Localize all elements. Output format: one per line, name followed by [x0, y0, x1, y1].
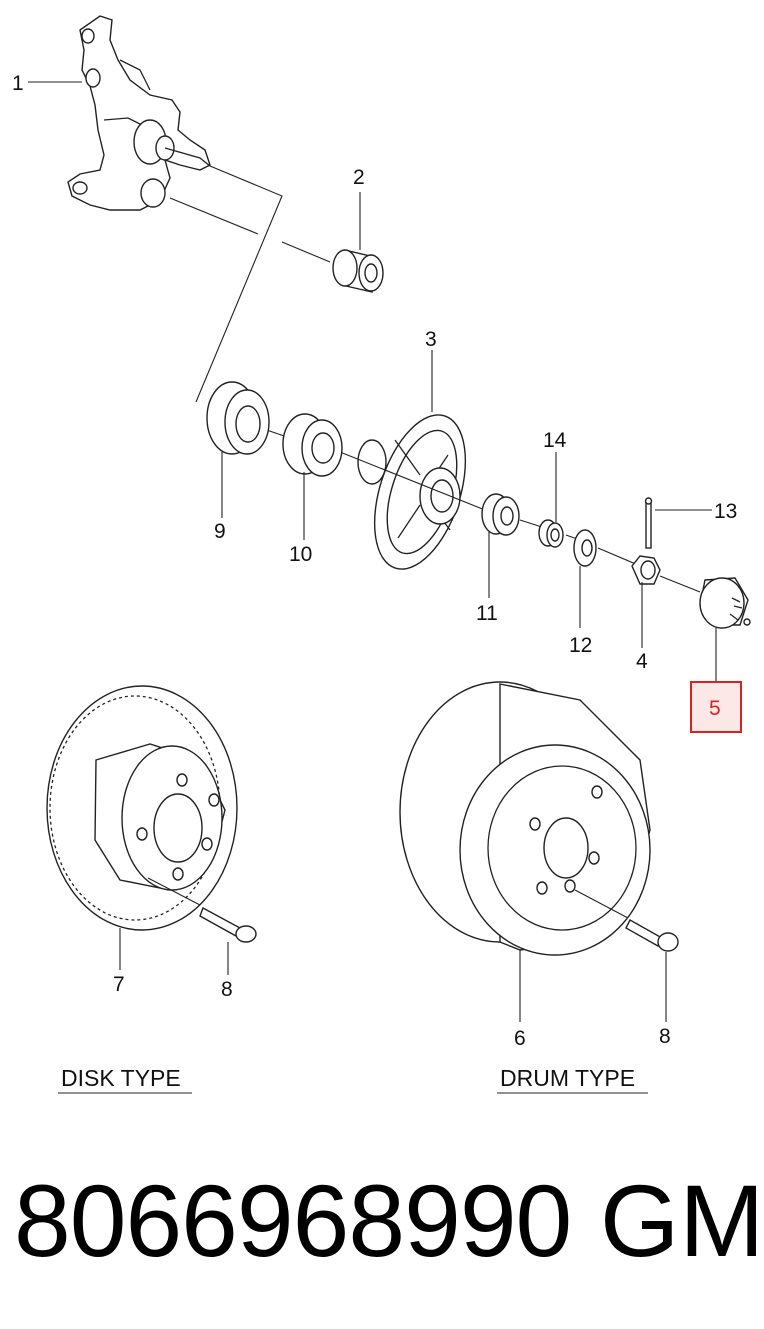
callout-13: 13 — [714, 500, 737, 523]
screw-part-drum — [574, 889, 679, 952]
callout-9: 9 — [214, 520, 226, 543]
callout-10: 10 — [289, 543, 312, 566]
callout-14: 14 — [543, 429, 567, 452]
callout-12: 12 — [569, 634, 592, 657]
brake-drum-part — [399, 681, 651, 956]
callout-8-disk: 8 — [221, 978, 233, 1001]
small-bearing-part — [538, 519, 564, 548]
callout-6: 6 — [514, 1027, 526, 1050]
castle-nut-part — [631, 555, 661, 585]
disk-type-label: DISK TYPE — [61, 1065, 181, 1091]
highlight-box — [690, 681, 742, 733]
callout-4: 4 — [636, 650, 648, 673]
hub-cap-part — [699, 577, 751, 629]
brand-name: GM — [600, 1164, 764, 1278]
callout-5-highlighted: 5 — [709, 697, 721, 720]
part-number: 8066968990 — [14, 1164, 572, 1278]
inner-bearing-part — [282, 413, 343, 477]
callout-2: 2 — [353, 166, 365, 189]
outer-bearing-part — [481, 493, 520, 536]
callout-11: 11 — [476, 602, 498, 625]
brake-disc-part — [46, 685, 238, 931]
cotter-pin-part — [644, 497, 653, 549]
oil-seal-part — [206, 381, 270, 455]
bushing-part — [332, 249, 384, 293]
callout-8-drum: 8 — [659, 1025, 671, 1048]
callout-1: 1 — [12, 72, 24, 95]
screw-part-disk — [147, 877, 257, 943]
steering-knuckle-part — [67, 15, 211, 211]
leader-lines — [28, 81, 717, 1094]
drum-type-label: DRUM TYPE — [500, 1065, 635, 1091]
callout-7: 7 — [113, 973, 125, 996]
washer-part — [573, 529, 597, 567]
callout-3: 3 — [425, 328, 437, 351]
wheel-hub-part — [357, 414, 467, 570]
